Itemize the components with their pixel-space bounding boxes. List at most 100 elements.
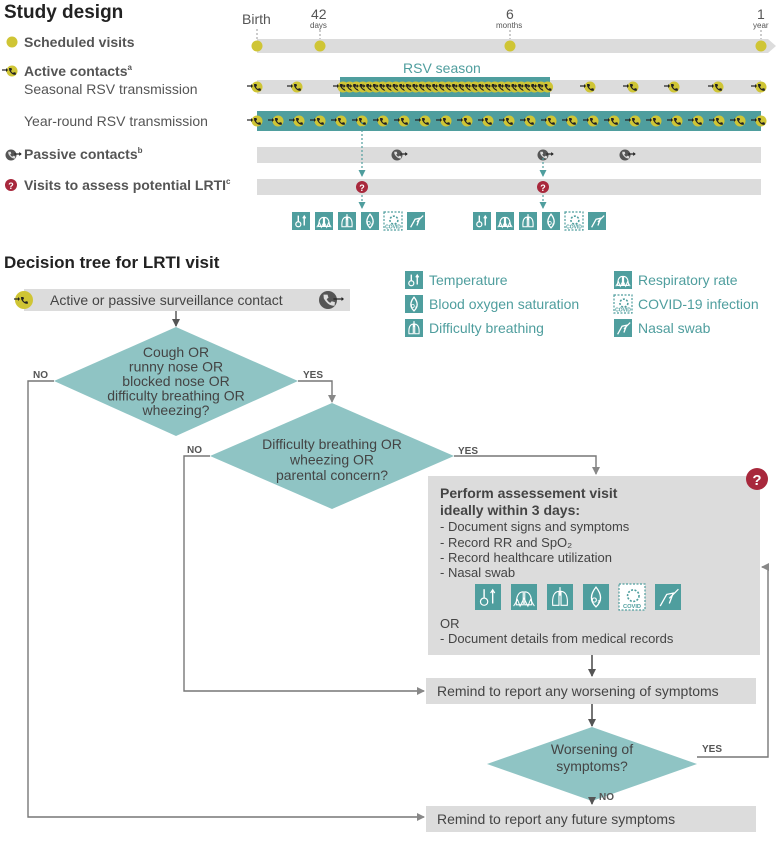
year-round-contact-marker bbox=[751, 115, 767, 127]
scheduled-visits-label: Scheduled visits bbox=[24, 34, 135, 50]
decision-diamond-worsening bbox=[487, 727, 697, 801]
lrti-visit-marker-1: ? bbox=[356, 181, 368, 193]
year-round-contact-marker bbox=[415, 115, 431, 127]
diamond-symptoms-line-2: runny nose OR bbox=[129, 359, 223, 375]
year-round-contact-marker bbox=[730, 115, 746, 127]
lungs-icon bbox=[405, 319, 423, 337]
remind-future-box bbox=[426, 806, 756, 832]
passive-contacts-markers bbox=[391, 149, 636, 161]
rsv-season-contact-marker bbox=[537, 81, 554, 93]
decision-tree-title: Decision tree for LRTI visit bbox=[4, 253, 220, 272]
oxygen-saturation-icon: O₂ bbox=[405, 295, 423, 313]
lrti-visits-label: Visits to assess potential LRTIc bbox=[24, 177, 231, 193]
year-round-contact-marker bbox=[688, 115, 704, 127]
d2-no-label: NO bbox=[187, 445, 202, 456]
lrti-connectors bbox=[358, 122, 547, 209]
start-active-contact-icon bbox=[14, 291, 33, 309]
year-round-contact-marker bbox=[331, 115, 347, 127]
seasonal-contact-marker bbox=[708, 81, 724, 93]
legend-label: Temperature bbox=[429, 272, 508, 288]
legend-label: COVID-19 infection bbox=[638, 296, 759, 312]
remind-worsening-label: Remind to report any worsening of sympto… bbox=[437, 683, 719, 699]
year-round-active-contacts bbox=[247, 115, 767, 127]
svg-text:?: ? bbox=[359, 183, 365, 193]
year-round-transmission-label: Year-round RSV transmission bbox=[24, 113, 208, 129]
timeline-1-label: 1 bbox=[757, 6, 765, 22]
covid-icon: COVID bbox=[613, 294, 633, 314]
d1-yes-label: YES bbox=[303, 370, 323, 381]
passive-bar bbox=[257, 147, 761, 163]
scheduled-visit-6-months bbox=[504, 40, 516, 52]
year-round-contact-marker bbox=[478, 115, 494, 127]
timeline-months-label: months bbox=[496, 21, 522, 30]
oxygen-saturation-icon: O₂ bbox=[542, 212, 560, 230]
lungs-icon bbox=[519, 212, 537, 230]
diamond-symptoms-line-4: difficulty breathing OR bbox=[107, 388, 244, 404]
assessment-icons-group-2: O₂ COVID bbox=[473, 211, 606, 231]
year-round-contact-marker bbox=[499, 115, 515, 127]
covid-icon: COVID bbox=[564, 211, 584, 231]
legend-item-thermometer: Temperature bbox=[405, 271, 508, 289]
svg-text:O₂: O₂ bbox=[367, 221, 373, 227]
respiratory-rate-icon bbox=[614, 271, 632, 289]
legend-label: Respiratory rate bbox=[638, 272, 738, 288]
year-round-contact-marker bbox=[667, 115, 683, 127]
thermometer-icon bbox=[475, 584, 501, 610]
year-round-contact-marker bbox=[289, 115, 305, 127]
d3-yes-label: YES bbox=[702, 744, 722, 755]
diamond-symptoms-line-1: Cough OR bbox=[143, 344, 209, 360]
study-design-title: Study design bbox=[4, 2, 123, 23]
timeline-42-label: 42 bbox=[311, 6, 327, 22]
seasonal-contact-marker bbox=[580, 81, 596, 93]
legend-item-oxygen-saturation: O₂ Blood oxygen saturation bbox=[405, 295, 579, 313]
diamond-worsening-line-2: symptoms? bbox=[556, 758, 628, 774]
year-round-contact-marker bbox=[604, 115, 620, 127]
scheduled-visit-legend-icon bbox=[6, 36, 18, 48]
oxygen-saturation-icon: O₂ bbox=[361, 212, 379, 230]
d2-yes-label: YES bbox=[458, 446, 478, 457]
start-passive-contact-icon bbox=[319, 291, 344, 309]
seasonal-active-contacts bbox=[247, 81, 767, 93]
decision-diamond-symptoms bbox=[54, 327, 298, 436]
timeline-year-label: year bbox=[753, 21, 769, 30]
assessment-or: OR bbox=[440, 616, 460, 631]
assessment-item-4: - Nasal swab bbox=[440, 565, 515, 580]
active-contact-legend-icon bbox=[2, 65, 18, 77]
scheduled-visit-1-year bbox=[755, 40, 767, 52]
assessment-item-1: - Document signs and symptoms bbox=[440, 519, 630, 534]
rsv-season-label: RSV season bbox=[403, 60, 481, 76]
timeline-birth-label: Birth bbox=[242, 11, 271, 27]
active-contacts-label: Active contactsa bbox=[24, 63, 132, 79]
seasonal-contact-marker bbox=[751, 81, 767, 93]
seasonal-contact-marker bbox=[623, 81, 639, 93]
legend-item-respiratory-rate: Respiratory rate bbox=[614, 271, 738, 289]
svg-text:?: ? bbox=[752, 472, 761, 489]
svg-text:O₂: O₂ bbox=[592, 596, 601, 605]
passive-contact-legend-icon bbox=[5, 149, 22, 161]
scheduled-visit-42-days bbox=[314, 40, 326, 52]
assessment-box bbox=[428, 476, 760, 655]
year-round-contact-marker bbox=[709, 115, 725, 127]
year-round-contact-marker bbox=[583, 115, 599, 127]
lrti-bar bbox=[257, 179, 761, 195]
nasal-swab-icon bbox=[407, 212, 425, 230]
svg-text:O₂: O₂ bbox=[411, 304, 417, 310]
active-contact-legend-glyph bbox=[2, 65, 18, 77]
year-round-contact-marker bbox=[625, 115, 641, 127]
timeline-6-label: 6 bbox=[506, 6, 514, 22]
svg-text:COVID: COVID bbox=[566, 225, 582, 231]
legend-item-lungs: Difficulty breathing bbox=[405, 319, 544, 337]
passive-contacts-label: Passive contactsb bbox=[24, 146, 143, 162]
legend-label: Blood oxygen saturation bbox=[429, 296, 579, 312]
diamond-symptoms-line-5: wheezing? bbox=[142, 402, 210, 418]
nasal-swab-icon bbox=[588, 212, 606, 230]
diamond-severity-line-2: wheezing OR bbox=[289, 452, 374, 468]
svg-text:O₂: O₂ bbox=[548, 221, 554, 227]
timeline-arrow-bar bbox=[257, 39, 776, 53]
